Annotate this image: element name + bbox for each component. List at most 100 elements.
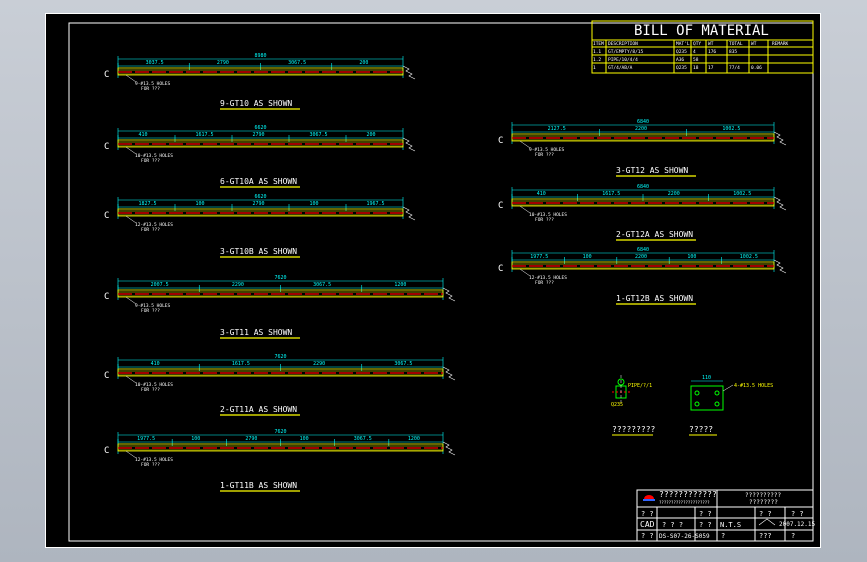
beam-label: 2-GT11A AS SHOWN [220,405,297,414]
pipe-detail-label: ????????? [612,425,656,434]
segment-dimension: 1200 [394,282,406,288]
segment-dimension: 3037.5 [146,60,164,66]
section-mark: C [498,264,503,274]
hole-note: 9-#13.5 HOLES [135,303,171,309]
segment-dimension: 3067.5 [288,60,306,66]
pipe-detail-note: PIPE/?/1 [628,383,652,389]
bom-cell: 1.1 [593,49,601,55]
company-name: ???????????? [659,490,717,499]
segment-dimension: 2200 [635,254,647,260]
pipe-detail: PIPE/?/1 Q235 ????????? [611,375,656,436]
bom-header-4: WT [708,41,714,47]
segment-dimension: 1617.5 [232,361,250,367]
section-mark: C [104,70,109,80]
segment-dimension: 100 [191,436,200,442]
hole-note: 12-#13.5 HOLES [135,457,173,463]
segment-dimension: 2290 [313,361,325,367]
segment-dimension: 1200 [408,436,420,442]
tb-date: 2007.12.15 [779,521,816,528]
beam-label: 3-GT11 AS SHOWN [220,328,292,337]
bom-cell: 4 [693,49,696,55]
segment-dimension: 1967.5 [367,201,385,207]
beam-label: 3-GT10B AS SHOWN [220,247,297,256]
segment-dimension: 2790 [245,436,257,442]
bom-header-3: QTY [693,41,701,47]
hole-note-sub: FOR ??? [141,308,160,314]
overall-dimension: 6840 [637,184,649,190]
hole-note-sub: FOR ??? [535,217,554,223]
hole-note-sub: FOR ??? [141,158,160,164]
section-mark: C [104,211,109,221]
bom-title: BILL OF MATERIAL [634,23,769,39]
hole-note-sub: FOR ??? [141,227,160,233]
segment-dimension: 2200 [668,191,680,197]
bom-cell: 58 [693,57,699,63]
hole-note: 10-#13.5 HOLES [135,153,173,159]
company-logo-icon [644,495,654,499]
section-mark: C [498,136,503,146]
bom-cell: Q235 [676,65,687,71]
bom-cell: 176 [708,49,716,55]
tb-r3c4: ??? [759,532,772,540]
beam-label: 1-GT12B AS SHOWN [616,294,693,303]
overall-dimension: 7620 [275,354,287,360]
plate-detail-note: 4-#13.5 HOLES [734,383,773,389]
overall-dimension: 6840 [637,119,649,125]
hole-note-sub: FOR ??? [141,387,160,393]
segment-dimension: 1617.5 [602,191,620,197]
break-mark [402,137,416,152]
logo-stripe [643,499,655,501]
tb-r1c4: ? ? [791,510,804,518]
segment-dimension: 1002.5 [740,254,758,260]
segment-dimension: 1977.5 [530,254,548,260]
segment-dimension: 100 [310,201,319,207]
segment-dimension: 410 [151,361,160,367]
bom-cell: A36 [676,57,684,63]
bom-cell: GT/EMPTY/8/15 [608,49,644,55]
tb-r3c1: ? ? [641,532,654,540]
segment-dimension: 1002.5 [722,126,740,132]
section-mark: C [104,292,109,302]
segment-dimension: 100 [300,436,309,442]
segment-dimension: 200 [359,60,368,66]
break-mark [402,206,416,221]
hole-note-sub: FOR ??? [141,86,160,92]
bom-cell: 835 [729,49,737,55]
segment-dimension: 1617.5 [196,132,214,138]
overall-dimension: 7620 [275,275,287,281]
section-mark: C [104,446,109,456]
tb-drawing-number: DS-S07-26-S059 [659,533,710,540]
tb-r3c3: ? [721,532,725,540]
break-mark [773,196,787,211]
hole-note: 12-#13.5 HOLES [135,222,173,228]
segment-dimension: 2790 [253,132,265,138]
beam-label: 2-GT12A AS SHOWN [616,230,693,239]
beam-label: 3-GT12 AS SHOWN [616,166,688,175]
overall-dimension: 7620 [275,429,287,435]
section-mark: C [498,201,503,211]
segment-dimension: 1977.5 [137,436,155,442]
company-subtitle: ????????????????????? [659,500,710,505]
bom-cell: GT/4/AB/A [608,65,633,71]
tb-r2c2: ? ? ? [662,521,683,529]
hole-note: 10-#13.5 HOLES [529,212,567,218]
bom-header-0: ITEM [593,41,604,47]
bom-cell: 0.06 [751,65,762,71]
segment-dimension: 410 [537,191,546,197]
segment-dimension: 2200 [635,126,647,132]
tb-r1c1: ? ? [641,510,654,518]
beam-label: 9-GT10 AS SHOWN [220,99,292,108]
bom-header-7: REMARK [772,41,789,47]
break-mark [773,131,787,146]
pipe-detail-material: Q235 [611,402,623,408]
